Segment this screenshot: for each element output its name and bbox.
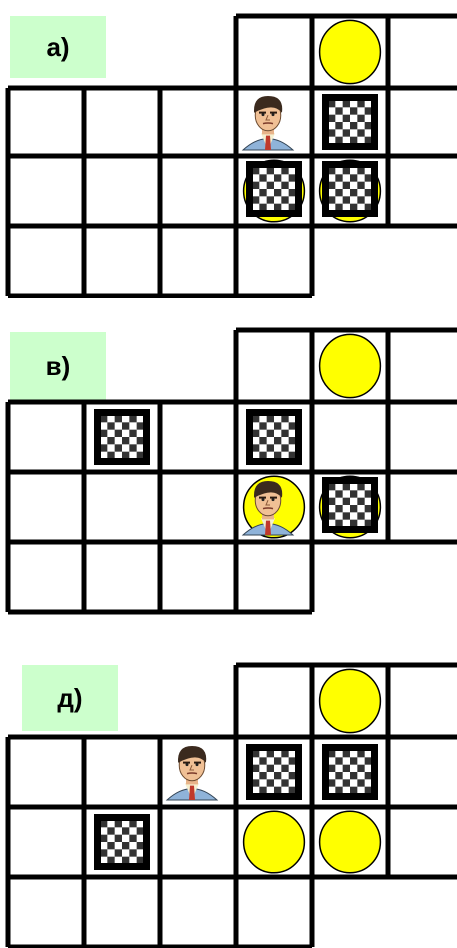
board-cell (236, 330, 312, 402)
board-cell (160, 807, 236, 877)
board-cell (84, 737, 160, 807)
board-cell (8, 877, 84, 947)
board-cell (388, 402, 457, 472)
board-cell (312, 402, 388, 472)
board-cell (160, 542, 236, 612)
crate-icon (322, 744, 378, 800)
game-board-a (0, 8, 457, 298)
board-cell (312, 807, 388, 877)
board-cell (8, 402, 84, 472)
board-cell (236, 542, 312, 612)
board-cell (8, 226, 84, 296)
board-cell (388, 737, 457, 807)
board-cell (388, 16, 457, 88)
board-cell (388, 472, 457, 542)
board-cell (84, 807, 160, 877)
board-cell (388, 330, 457, 402)
board-cell (160, 88, 236, 156)
board-cell (236, 156, 312, 226)
board-cell (84, 472, 160, 542)
crate-icon (246, 161, 302, 217)
board-cell (236, 402, 312, 472)
board-cell (84, 88, 160, 156)
board-cell (84, 402, 160, 472)
crate-icon (94, 409, 150, 465)
board-cell (312, 737, 388, 807)
board-cell (236, 472, 312, 542)
target-spot-icon (244, 811, 305, 873)
crate-icon (94, 814, 150, 870)
sokoban-puzzle-b: в) (0, 320, 457, 615)
board-cell (312, 16, 388, 88)
board-cell (236, 737, 312, 807)
board-cell (160, 472, 236, 542)
target-spot-icon (320, 811, 381, 873)
board-cell (388, 156, 457, 226)
board-cell (388, 807, 457, 877)
board-cell (8, 542, 84, 612)
board-cell (160, 226, 236, 296)
board-cell (8, 737, 84, 807)
board-cell (8, 472, 84, 542)
board-cell (236, 807, 312, 877)
board-cell (84, 542, 160, 612)
board-cell (312, 665, 388, 737)
sokoban-puzzle-d: д) (0, 653, 457, 948)
board-cell (8, 156, 84, 226)
crate-icon (322, 477, 378, 533)
board-cell (388, 88, 457, 156)
crate-icon (322, 94, 378, 150)
target-spot-icon (320, 669, 381, 732)
board-cell (84, 877, 160, 947)
board-cell (236, 88, 312, 156)
board-cell (84, 156, 160, 226)
board-cell (160, 156, 236, 226)
game-board-d (0, 653, 457, 948)
board-cell (160, 877, 236, 947)
target-spot-icon (320, 20, 381, 83)
board-cell (236, 665, 312, 737)
crate-icon (322, 161, 378, 217)
board-cell (160, 402, 236, 472)
crate-icon (246, 409, 302, 465)
target-spot-icon (320, 334, 381, 397)
board-cell (160, 737, 236, 807)
board-cell (388, 665, 457, 737)
crate-icon (246, 744, 302, 800)
board-cell (312, 156, 388, 226)
board-cell (312, 330, 388, 402)
game-board-b (0, 320, 457, 615)
board-cell (84, 226, 160, 296)
board-cell (236, 877, 312, 947)
board-cell (236, 16, 312, 88)
board-cell (8, 807, 84, 877)
board-cell (312, 472, 388, 542)
board-cell (312, 88, 388, 156)
board-cell (8, 88, 84, 156)
sokoban-puzzle-a: а) (0, 8, 457, 298)
board-cell (236, 226, 312, 296)
